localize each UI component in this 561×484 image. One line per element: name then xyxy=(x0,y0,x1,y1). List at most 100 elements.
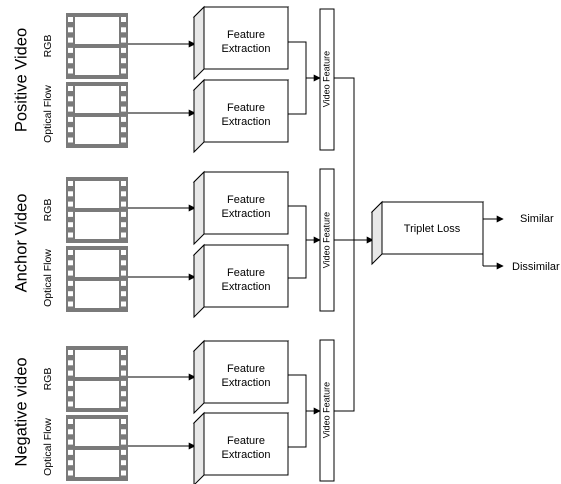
cube-front-face xyxy=(203,412,289,476)
film-strip-icon xyxy=(66,346,128,412)
film-strip-hole xyxy=(121,401,126,407)
film-strip-hole xyxy=(121,37,126,43)
film-strip-hole xyxy=(68,191,73,197)
film-strip-cell xyxy=(75,117,119,144)
film-strip-hole xyxy=(121,181,126,186)
film-strip-hole xyxy=(68,260,73,266)
extractor-label-line2: Extraction xyxy=(222,449,271,461)
cube-side-face xyxy=(193,339,205,415)
film-strip-hole xyxy=(68,419,73,424)
cube-front-face xyxy=(203,340,289,404)
film-strip-hole xyxy=(68,58,73,64)
film-strip-hole xyxy=(68,280,73,286)
film-strip-hole xyxy=(121,380,126,386)
stream-label-positive-flow: Optical Flow xyxy=(42,85,54,143)
film-strip-hole xyxy=(68,250,73,255)
extractor-label-line2: Extraction xyxy=(222,281,271,293)
film-strip-icon xyxy=(66,415,128,481)
film-strip-cell xyxy=(75,381,119,408)
feature-extraction-box: Feature Extraction xyxy=(192,411,290,484)
video-feature-label: Video Feature xyxy=(321,212,331,268)
film-strip-cell xyxy=(75,181,119,208)
film-strip-cell xyxy=(75,48,119,75)
film-strip-cell xyxy=(75,419,119,446)
video-feature-bar: Video Feature xyxy=(319,339,335,482)
video-feature-label: Video Feature xyxy=(321,382,331,438)
film-strip-hole xyxy=(68,350,73,355)
film-strip-hole xyxy=(68,380,73,386)
film-strip-hole xyxy=(68,96,73,102)
cube-front-face xyxy=(203,79,289,143)
film-strip-hole xyxy=(121,211,126,217)
film-strip-hole xyxy=(121,68,126,74)
film-strip-icon xyxy=(66,246,128,312)
film-strip-hole xyxy=(121,470,126,476)
extractor-label-line1: Feature xyxy=(227,194,265,206)
video-feature-bar: Video Feature xyxy=(319,8,335,151)
film-strip-hole xyxy=(68,360,73,366)
film-strip-hole xyxy=(68,301,73,307)
feature-extraction-box: Feature Extraction xyxy=(192,78,290,154)
film-strip-hole xyxy=(68,270,73,276)
cube-front-face xyxy=(203,244,289,308)
film-strip-hole xyxy=(68,37,73,43)
stream-label-negative-rgb: RGB xyxy=(42,368,54,391)
feature-extraction-box: Feature Extraction xyxy=(192,5,290,81)
film-strip-hole xyxy=(121,58,126,64)
film-strip-hole xyxy=(68,181,73,186)
film-strip-hole xyxy=(121,419,126,424)
connector-extractor-to-feature xyxy=(288,240,307,279)
film-strip-hole xyxy=(68,127,73,133)
film-strip-hole xyxy=(68,27,73,33)
group-label-anchor: Anchor Video xyxy=(12,194,30,293)
film-strip-hole xyxy=(68,17,73,22)
film-strip-hole xyxy=(68,68,73,74)
stream-label-positive-rgb: RGB xyxy=(42,35,54,58)
film-strip-hole xyxy=(68,201,73,207)
feature-extraction-box: Feature Extraction xyxy=(192,339,290,415)
film-strip-hole xyxy=(121,201,126,207)
film-strip-hole xyxy=(68,116,73,122)
connector-extractor-to-feature xyxy=(288,78,307,115)
cube-side-face xyxy=(193,170,205,246)
film-strip-hole xyxy=(68,106,73,112)
film-strip-hole xyxy=(121,250,126,255)
film-strip-hole xyxy=(68,401,73,407)
extractor-label-line1: Feature xyxy=(227,363,265,375)
film-strip-cell xyxy=(75,350,119,377)
extractor-label-line1: Feature xyxy=(227,267,265,279)
group-label-negative: Negative video xyxy=(12,357,30,466)
film-strip-hole xyxy=(68,439,73,445)
film-strip-hole xyxy=(68,470,73,476)
extractor-label-line1: Feature xyxy=(227,29,265,41)
film-strip-cell xyxy=(75,250,119,277)
film-strip-hole xyxy=(121,370,126,376)
film-strip-hole xyxy=(121,360,126,366)
film-strip-hole xyxy=(68,449,73,455)
stream-label-anchor-rgb: RGB xyxy=(42,199,54,222)
film-strip-icon xyxy=(66,13,128,79)
stream-label-anchor-flow: Optical Flow xyxy=(42,249,54,307)
feature-extraction-box: Feature Extraction xyxy=(192,243,290,319)
cube-side-face xyxy=(193,78,205,154)
extractor-label-line1: Feature xyxy=(227,435,265,447)
film-strip-cell xyxy=(75,450,119,477)
cube-side-face xyxy=(193,5,205,81)
stream-label-negative-flow: Optical Flow xyxy=(42,418,54,476)
film-strip-hole xyxy=(121,391,126,397)
film-strip-hole xyxy=(121,191,126,197)
film-strip-hole xyxy=(68,291,73,297)
film-strip-hole xyxy=(121,222,126,228)
output-dissimilar-label: Dissimilar xyxy=(512,261,560,273)
cube-side-face xyxy=(193,411,205,484)
film-strip-hole xyxy=(68,370,73,376)
film-strip-cell xyxy=(75,281,119,308)
film-strip-hole xyxy=(121,460,126,466)
film-strip-cell xyxy=(75,212,119,239)
film-strip-hole xyxy=(68,137,73,143)
film-strip-hole xyxy=(121,270,126,276)
output-similar-label: Similar xyxy=(520,213,554,225)
film-strip-icon xyxy=(66,82,128,148)
film-strip-icon xyxy=(66,177,128,243)
